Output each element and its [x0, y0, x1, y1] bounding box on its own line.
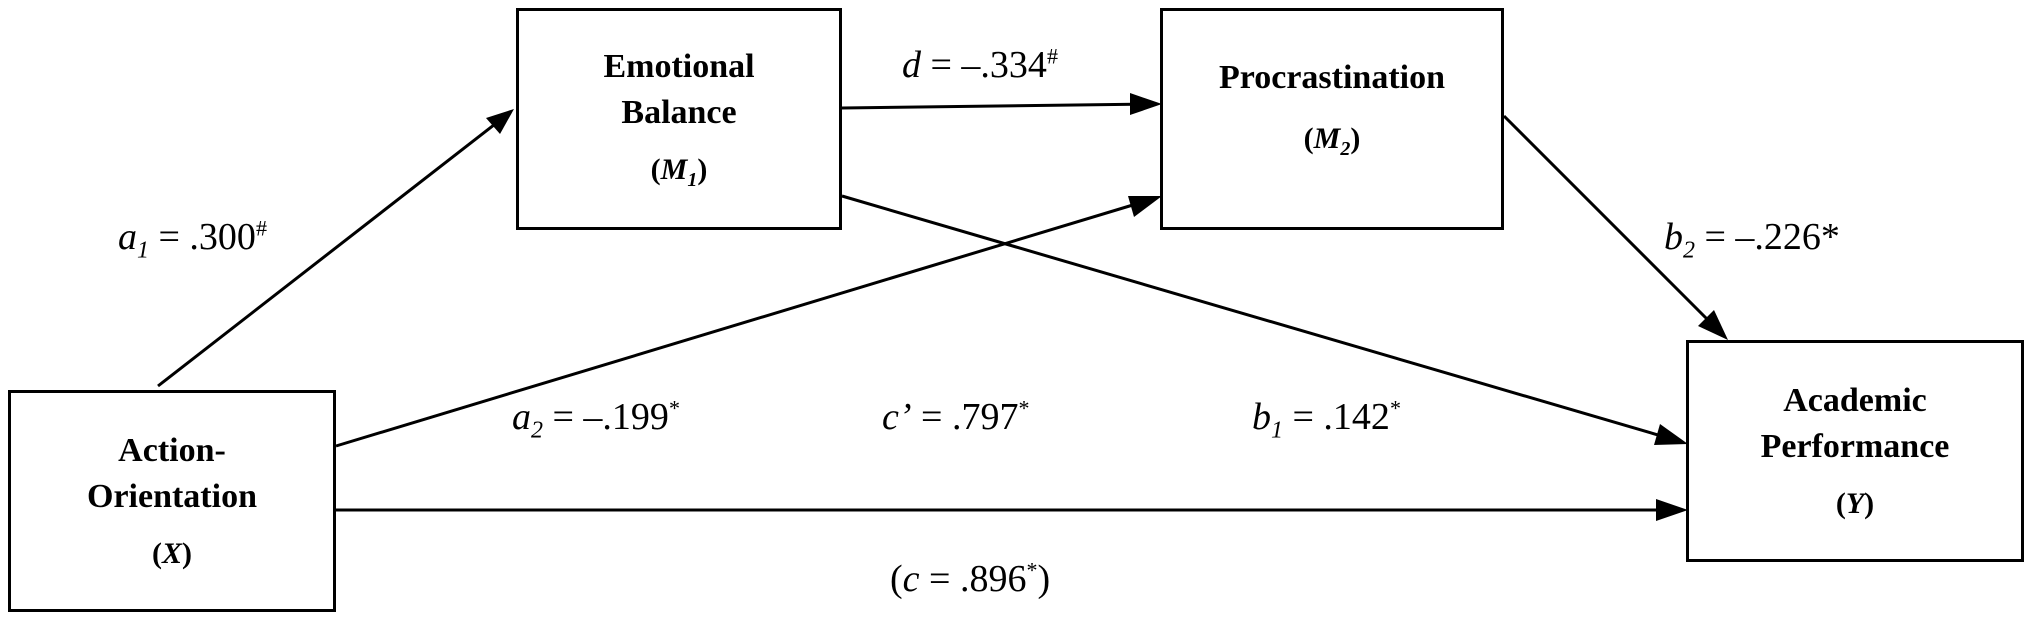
node-m2-line1: Procrastination [1218, 59, 1445, 96]
node-x-line1: Action- [118, 431, 226, 469]
node-y-academic-performance: Academic Performance (Y) [1686, 340, 2024, 562]
label-a1: a1 = .300# [118, 215, 267, 264]
node-m2-procrastination: Procrastination (M2) [1160, 8, 1504, 230]
node-x-symbol: (X) [151, 536, 192, 570]
label-c-total: (c = .896*) [890, 557, 1051, 600]
node-m1-symbol: (M1) [650, 152, 708, 191]
arrowhead-c [1656, 499, 1688, 521]
node-m1-line2: Balance [621, 94, 737, 131]
arrow-d [841, 99, 1157, 110]
arrow-a2 [335, 196, 1157, 448]
node-m2-symbol: (M2) [1303, 121, 1361, 160]
arrow-a1 [157, 112, 509, 388]
label-a2: a2 = –.199* [512, 395, 680, 444]
arrowhead-d [1130, 93, 1162, 115]
node-y-line1: Academic [1783, 381, 1927, 419]
node-y-symbol: (Y) [1835, 486, 1875, 520]
node-m1-emotional-balance: Emotional Balance (M1) [516, 8, 842, 230]
arrowhead-b1 [1654, 424, 1688, 445]
arrow-b1 [841, 194, 1683, 444]
arrowhead-a2 [1128, 196, 1162, 217]
node-x-line2: Orientation [87, 477, 257, 515]
node-y-line2: Performance [1760, 427, 1950, 465]
label-b1: b1 = .142* [1252, 395, 1401, 444]
node-x-action-orientation: Action- Orientation (X) [8, 390, 336, 612]
arrowhead-b2 [1698, 310, 1728, 340]
label-c-prime: c’ = .797* [882, 395, 1030, 438]
arrow-b2 [1502, 114, 1724, 336]
label-b2: b2 = –.226* [1664, 216, 1840, 264]
arrowhead-a1 [486, 109, 514, 134]
node-m1-line1: Emotional [603, 48, 755, 86]
label-d: d = –.334# [902, 43, 1058, 86]
